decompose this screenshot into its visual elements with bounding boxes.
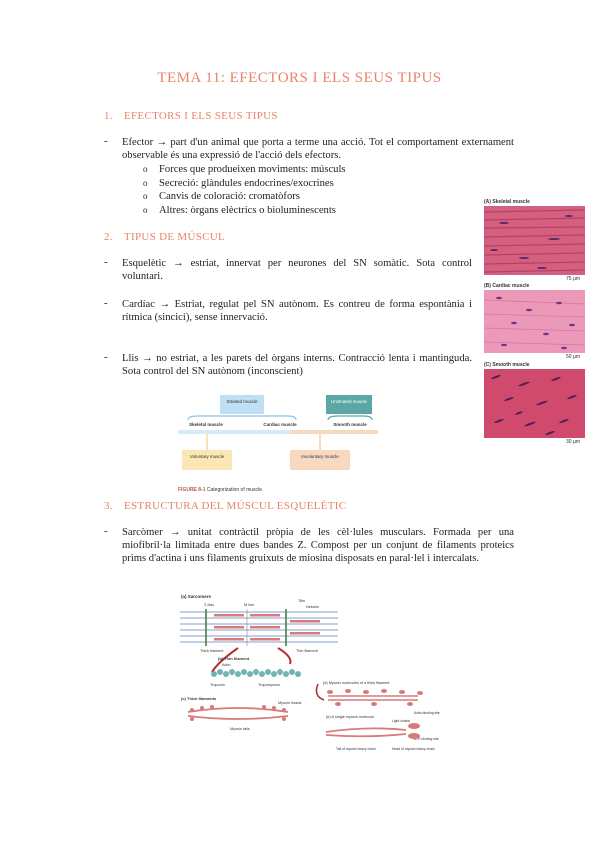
muscle-categorization-figure: Striated muscle Unstriated muscle Skelet… (178, 392, 378, 487)
smooth-label: Smooth muscle (333, 422, 367, 427)
striated-label: Striated muscle (226, 399, 258, 404)
mline-label: M line (244, 603, 254, 607)
head-heavy-label: Head of myosin heavy chain (392, 747, 435, 751)
involuntary-box (290, 450, 350, 470)
skeletal-label: Skeletal muscle (189, 422, 223, 427)
voluntary-label: Voluntary muscle (190, 454, 225, 459)
myosin-tails-label: Myosin tails (230, 727, 250, 731)
tail-heavy-label: Tail of myosin heavy chain (336, 747, 376, 751)
unstriated-label: Unstriated muscle (331, 399, 368, 404)
cardiac-muscle-image (483, 290, 586, 353)
sarcomere-figure: (a) Sarcomere Z disc M line Titin Nebuli… (178, 592, 440, 764)
actin-label: Actin (222, 663, 230, 667)
section-1-heading: 1.EFECTORS I ELS SEUS TIPUS (104, 110, 278, 122)
dash-marker: - (104, 526, 108, 537)
light-chains-label: Light chains (392, 719, 410, 723)
categorization-diagram: Striated muscle Unstriated muscle Skelet… (178, 395, 378, 470)
involuntary-label: Involuntary muscle (301, 454, 339, 459)
tropomyosin-label: Tropomyosin (258, 683, 280, 687)
troponin-label: Troponin (210, 683, 225, 687)
striated-box (220, 395, 264, 414)
skeletal-panel-label: (A) Skeletal muscle (484, 199, 530, 205)
sarcomere-definition: Sarcòmer → unitat contràctil pròpia de l… (122, 527, 514, 564)
sarcomere-diagram: (a) Sarcomere Z disc M line Titin Nebuli… (180, 594, 440, 751)
dash-marker: - (104, 298, 108, 309)
voluntary-box (182, 450, 232, 470)
page-title: TEMA 11: EFECTORS I ELS SEUS TIPUS (157, 70, 442, 86)
thick-label: Thick filament (200, 649, 224, 653)
single-myosin-label: (e) A single myosin molecule (326, 715, 374, 719)
thin-filament-label: (b) Thin filament (218, 656, 250, 661)
zdisc-label: Z disc (204, 603, 214, 607)
smooth-muscle-image (484, 369, 585, 438)
skeletal-description: Esquelètic → estriat, innervat per neuro… (122, 258, 472, 282)
dash-marker: - (104, 257, 108, 268)
cardiac-panel-label: (B) Cardiac muscle (484, 283, 530, 289)
figure-caption: FIGURE 8-1 Categorization of muscle. (178, 487, 264, 493)
smooth-panel-label: (C) Smooth muscle (484, 362, 530, 368)
efector-definition: Efector → part d'un animal que porta a t… (122, 137, 514, 161)
cardiac-label: Cardiac muscle (263, 422, 297, 427)
skeletal-scale: 75 µm (566, 276, 580, 282)
nebulin-label: Nebulin (306, 605, 319, 609)
unstriated-box (326, 395, 372, 414)
smooth-description: Llis → no estriat, a les parets del òrga… (122, 353, 472, 377)
titin-label: Titin (298, 599, 305, 603)
thin-label: Thin filament (296, 649, 319, 653)
dash-marker: - (104, 352, 108, 363)
myosin-heads-label: Myosin heads (278, 701, 302, 705)
section-3-heading: 3.ESTRUCTURA DEL MÚSCUL ESQUELÈTIC (104, 500, 347, 512)
section-2-heading: 2.TIPUS DE MÚSCUL (104, 231, 226, 243)
dash-marker: - (104, 136, 108, 147)
actin-site-label: Actin-binding site (414, 711, 440, 715)
myosin-molecules-label: (d) Myosin molecules of a thick filament (323, 681, 390, 685)
sarcomere-label: (a) Sarcomere (181, 594, 212, 599)
thick-filaments-label: (c) Thick filaments (181, 696, 217, 701)
smooth-scale: 30 µm (566, 439, 580, 445)
cardiac-scale: 50 µm (566, 354, 580, 360)
cardiac-description: Cardíac → Estriat, regulat pel SN autòno… (122, 299, 472, 323)
atp-site-label: ATP-binding site (414, 737, 439, 741)
skeletal-muscle-image (483, 206, 586, 275)
